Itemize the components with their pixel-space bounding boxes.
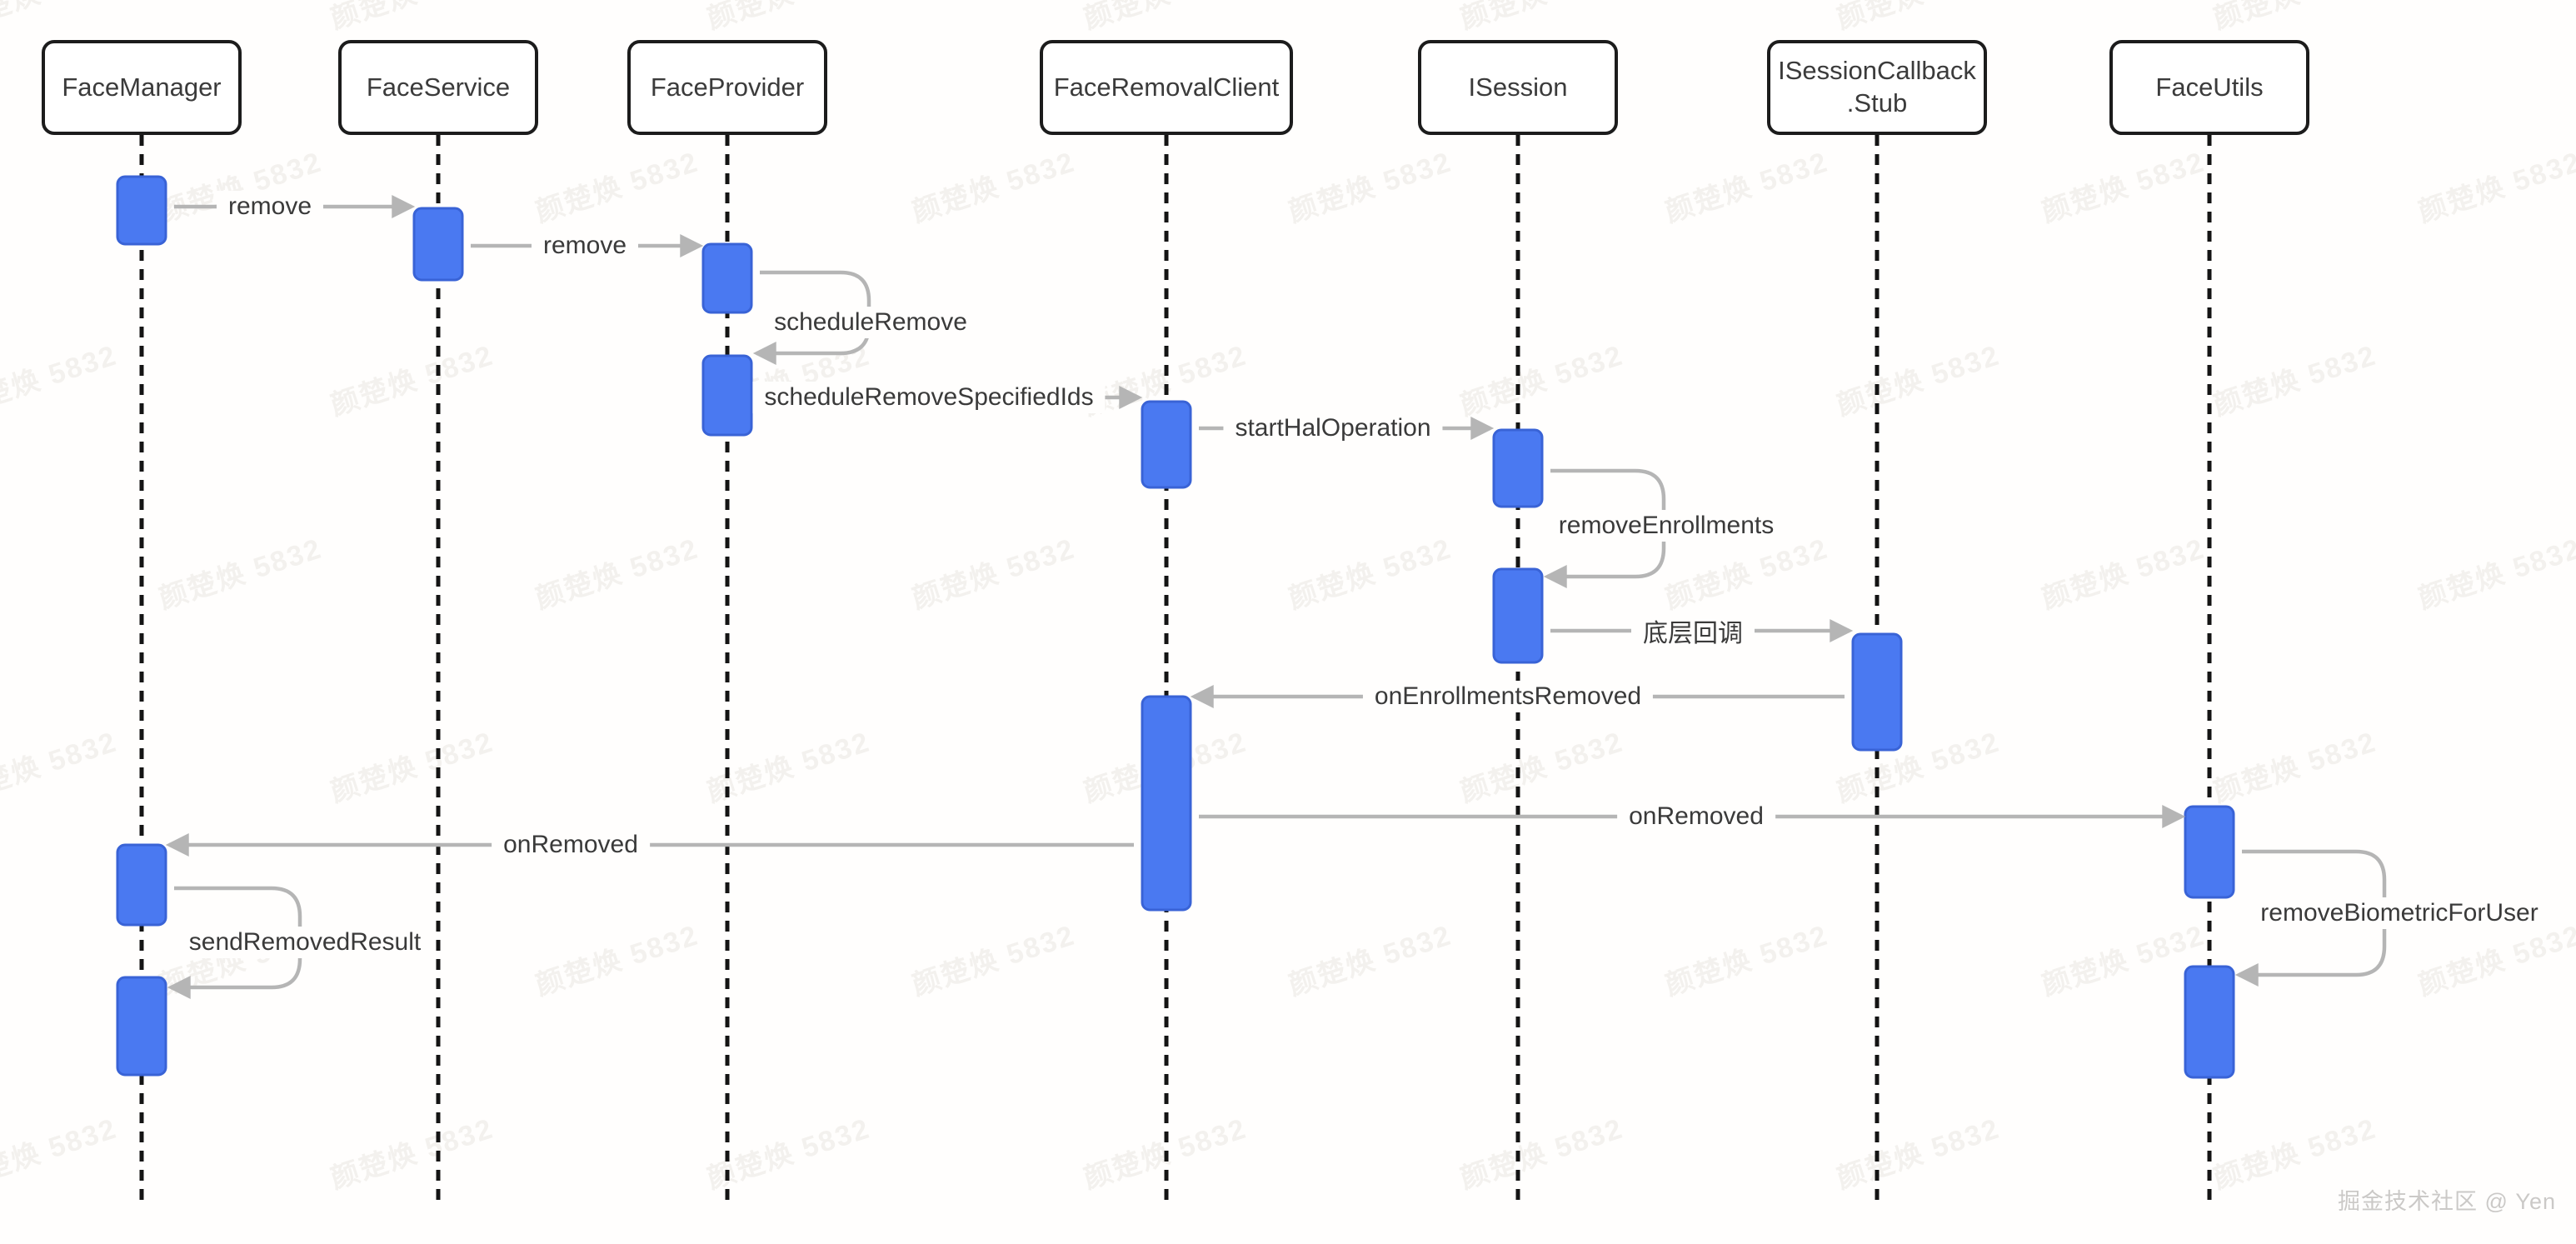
activation-face-utils-12 — [2184, 965, 2235, 1079]
message-label-2: scheduleRemove — [762, 307, 979, 338]
activation-face-manager-0 — [116, 175, 167, 246]
participant-isession-callback-stub: ISessionCallback .Stub — [1767, 40, 1987, 135]
participant-isession: ISession — [1418, 40, 1618, 135]
message-label-7: onEnrollmentsRemoved — [1362, 681, 1654, 712]
participant-face-removal-client: FaceRemovalClient — [1040, 40, 1293, 135]
activation-face-manager-9 — [116, 843, 167, 927]
message-label-4: startHalOperation — [1223, 412, 1443, 444]
activation-face-removal-client-4 — [1141, 400, 1192, 489]
message-label-10: removeBiometricForUser — [2249, 897, 2550, 929]
activation-face-service-1 — [412, 207, 464, 282]
message-label-3: scheduleRemoveSpecifiedIds — [752, 382, 1106, 413]
activation-isession-5 — [1492, 428, 1544, 508]
messages-group — [165, 195, 2387, 999]
activation-face-utils-11 — [2184, 805, 2235, 899]
message-label-6: 底层回调 — [1631, 611, 1755, 651]
activation-face-provider-2 — [701, 242, 753, 314]
community-credit-text: 掘金技术社区 @ Yen — [2338, 1189, 2556, 1214]
activation-face-removal-client-8 — [1141, 695, 1192, 912]
message-label-11: sendRemovedResult — [177, 927, 433, 958]
message-label-9: onRemoved — [1617, 801, 1775, 832]
message-label-1: remove — [531, 230, 639, 262]
participant-face-manager: FaceManager — [42, 40, 242, 135]
participant-face-service: FaceService — [338, 40, 538, 135]
activations-group — [116, 175, 2235, 1079]
participant-face-utils: FaceUtils — [2109, 40, 2309, 135]
message-label-0: remove — [216, 191, 324, 222]
message-label-8: onRemoved — [492, 829, 650, 861]
activation-isession-6 — [1492, 567, 1544, 664]
message-label-5: removeEnrollments — [1546, 510, 1786, 542]
participant-face-provider: FaceProvider — [627, 40, 827, 135]
activation-face-provider-3 — [701, 354, 753, 437]
activation-isession-callback-stub-7 — [1851, 632, 1903, 752]
activation-face-manager-10 — [116, 976, 167, 1077]
